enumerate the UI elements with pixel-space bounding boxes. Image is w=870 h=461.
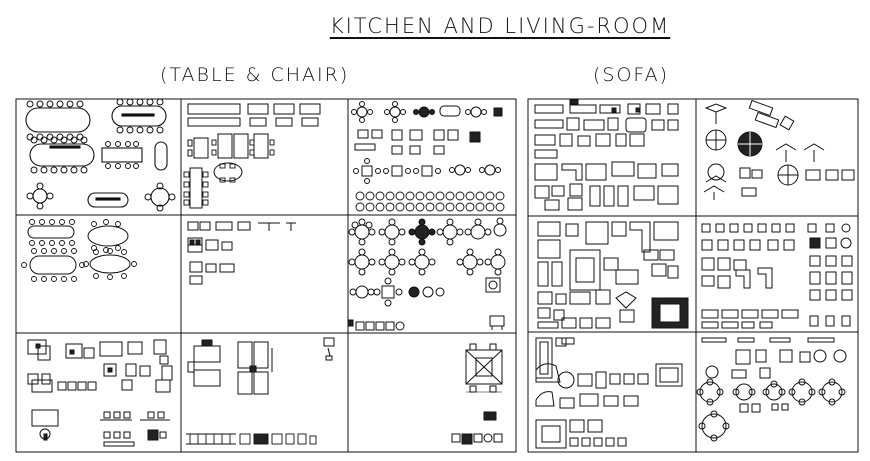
cell-office-desks bbox=[27, 339, 173, 447]
page-title: KITCHEN AND LIVING-ROOM bbox=[0, 14, 870, 38]
cell-small-table-sets bbox=[187, 221, 296, 285]
cell-table-chair-sets bbox=[183, 103, 321, 209]
left-panel-table-chair bbox=[15, 98, 517, 453]
cell-workstations bbox=[186, 337, 335, 445]
cell-round-dining-sets bbox=[696, 337, 847, 442]
cell-round-tables bbox=[351, 101, 505, 212]
cell-restaurant-layout bbox=[451, 343, 503, 445]
cell-oval-dining-tables bbox=[25, 98, 176, 212]
subtitle-sofa: (SOFA) bbox=[593, 64, 670, 86]
subtitle-table-chair: (TABLE & CHAIR) bbox=[160, 64, 350, 86]
cell-armchairs bbox=[701, 223, 853, 329]
cell-sectional-sofas bbox=[535, 337, 683, 449]
cell-round-table-groups bbox=[347, 217, 507, 331]
cell-conference-tables bbox=[21, 219, 137, 282]
right-panel-sofa bbox=[527, 98, 859, 453]
cell-sofa-sets bbox=[534, 99, 679, 211]
cell-outdoor-umbrellas bbox=[703, 99, 855, 200]
page-title-text: KITCHEN AND LIVING-ROOM bbox=[329, 14, 671, 38]
cell-corner-sofas bbox=[537, 221, 689, 329]
